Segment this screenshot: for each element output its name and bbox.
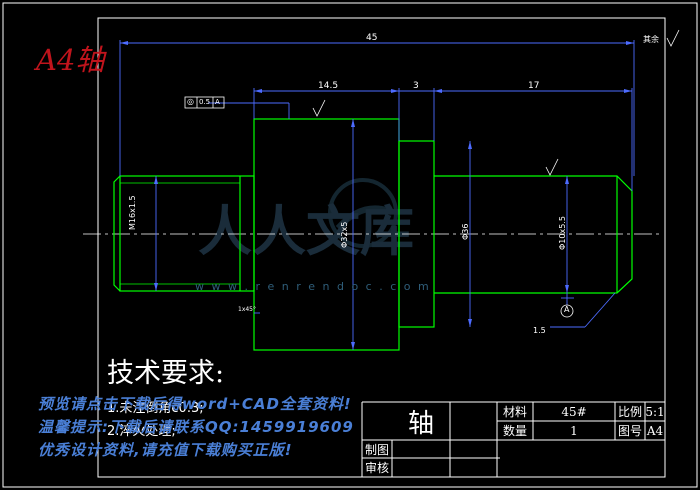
tol-value: 0.5 (199, 98, 211, 106)
drawing-no-label: 图号 (617, 424, 642, 438)
dim-seg-mid: 3 (413, 81, 419, 91)
tech-item-1: 1.未注倒角c0.3; (107, 401, 204, 416)
watermark-line-3: 优秀设计资料,请充值下载购买正版! (38, 441, 293, 459)
scale-label: 比例 (617, 405, 642, 419)
shaft-outline (113, 118, 633, 351)
watermark-logo: 人人文库 (198, 178, 414, 263)
watermark-line-1: 预览请点击下载后得word+CAD全套资料! (38, 395, 352, 413)
qty-value: 1 (570, 423, 578, 438)
dim-large-dia: Φ32x5 (340, 221, 349, 248)
dim-seg-left: 14.5 (318, 81, 339, 91)
dim-seg-right: 17 (528, 81, 540, 91)
roughness-note: 1.5 (533, 326, 546, 335)
dimension-lines (119, 40, 635, 350)
drawn-label: 制图 (364, 442, 389, 457)
title-block-lines (361, 401, 665, 477)
material-value: 45# (561, 404, 587, 419)
watermark-url: w w w . r e n r e n d o c . c o m (195, 280, 431, 293)
datum-label: A (564, 305, 570, 314)
surface-finish-marks (312, 29, 680, 176)
drawing-no-value: A4 (646, 423, 664, 438)
tech-item-2: 2.淬火处理; (107, 424, 176, 439)
surface-finish-note: 其余 (643, 35, 659, 44)
dim-overall-length: 45 (366, 33, 378, 43)
sheet-label: A4轴 (36, 43, 105, 77)
watermark-line-2: 温馨提示:下载后请联系QQ:1459919609 (38, 418, 354, 436)
part-name: 轴 (407, 408, 434, 439)
tolerance-frame (184, 96, 225, 109)
drawing-frame (97, 17, 666, 478)
material-label: 材料 (502, 405, 527, 419)
tech-title: 技术要求: (107, 358, 225, 389)
dim-thread: M16x1.5 (128, 195, 137, 230)
dim-chamfer: 1x45° (238, 306, 257, 313)
qty-label: 数量 (502, 424, 527, 438)
tol-datum: A (215, 98, 220, 106)
watermark-logo-text: 人人文库 (198, 199, 414, 263)
dim-collar-dia: Φ36 (461, 223, 470, 240)
dim-right-dia: Φ10x5.5 (558, 216, 567, 250)
dimension-arrows (120, 41, 634, 350)
datum-circle (560, 304, 574, 318)
tol-symbol: ◎ (187, 97, 194, 106)
checked-label: 审核 (364, 461, 389, 475)
scale-value: 5:1 (645, 404, 665, 419)
